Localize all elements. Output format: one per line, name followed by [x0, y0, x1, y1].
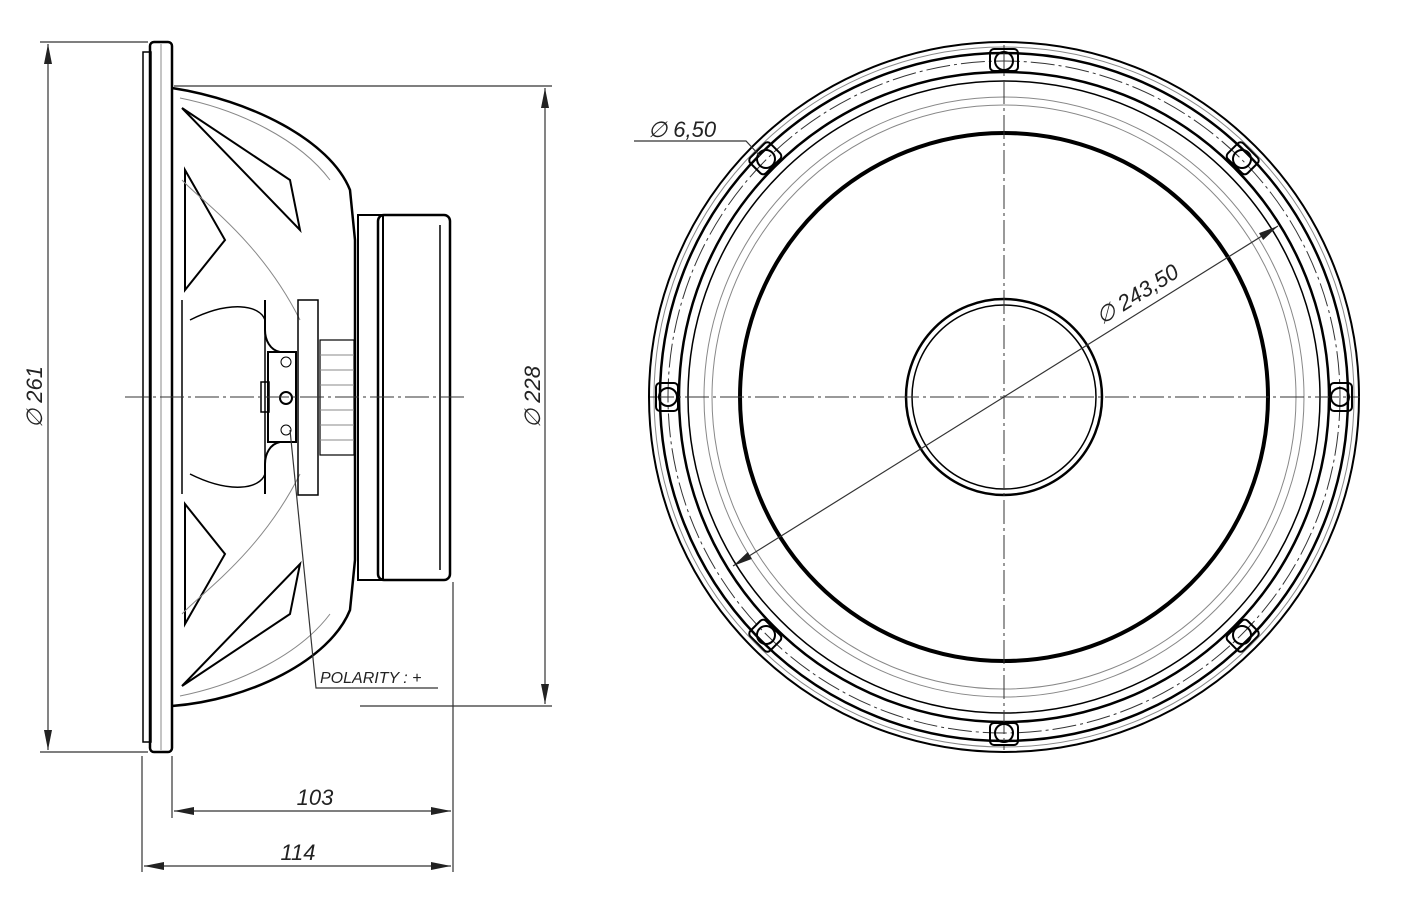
- svg-text:∅ 228: ∅ 228: [520, 365, 545, 428]
- front-view: ∅ 6,50 ∅ 243,50: [634, 41, 1360, 753]
- dim-magnet-diameter: 228: [520, 365, 545, 403]
- dim-depth-frame: 103: [297, 785, 334, 810]
- diameter-symbol: ∅: [22, 408, 47, 428]
- svg-text:∅ 261: ∅ 261: [22, 366, 47, 428]
- mount-holes: [655, 48, 1353, 746]
- dim-depth-total: 114: [280, 840, 315, 865]
- polarity-label: POLARITY : +: [320, 670, 422, 687]
- side-view: POLARITY : + ∅ 261 ∅ 228 103 114: [22, 40, 552, 872]
- dim-outer-diameter: 261: [22, 366, 47, 404]
- dim-mount-hole: ∅ 6,50: [648, 117, 717, 142]
